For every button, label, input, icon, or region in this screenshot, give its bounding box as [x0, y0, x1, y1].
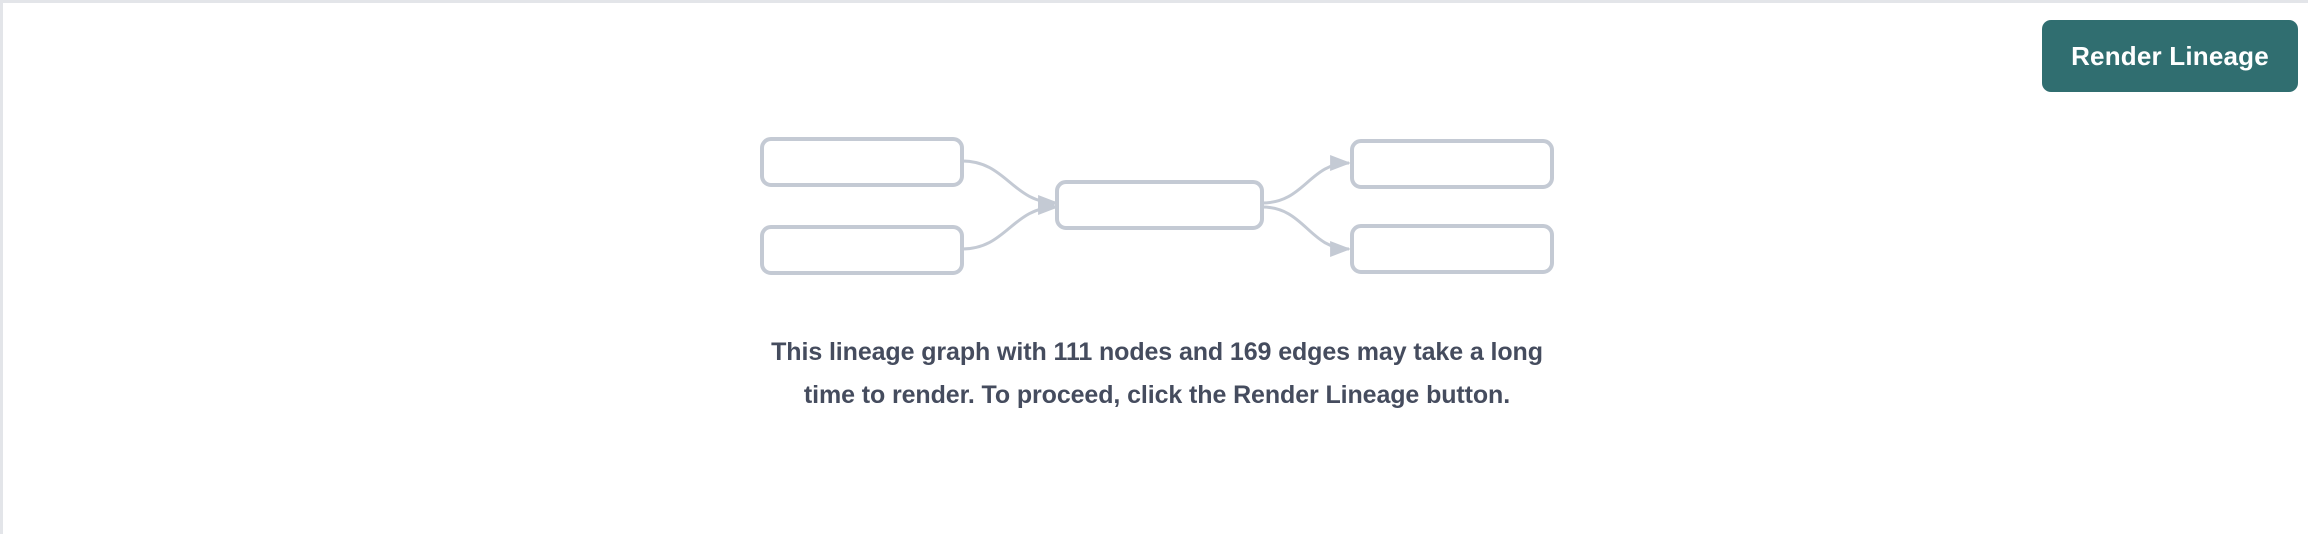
graph-node-left-bottom — [760, 225, 964, 275]
graph-node-left-top — [760, 137, 964, 187]
graph-node-center — [1055, 180, 1264, 230]
edge-left-top-to-center — [961, 159, 1060, 211]
graph-placeholder — [3, 121, 2308, 291]
lineage-stage: This lineage graph with 111 nodes and 16… — [3, 3, 2308, 537]
edge-center-to-right-bottom — [1261, 205, 1352, 257]
toolbar: Render Lineage — [3, 3, 2308, 113]
lineage-warning-message: This lineage graph with 111 nodes and 16… — [771, 338, 1543, 409]
render-lineage-button[interactable]: Render Lineage — [2042, 20, 2298, 92]
edge-left-bottom-to-center — [961, 199, 1060, 251]
edge-center-to-right-top — [1261, 155, 1352, 205]
placeholder-graph-svg — [760, 137, 1554, 275]
graph-node-right-bottom — [1350, 224, 1554, 274]
graph-node-right-top — [1350, 139, 1554, 189]
